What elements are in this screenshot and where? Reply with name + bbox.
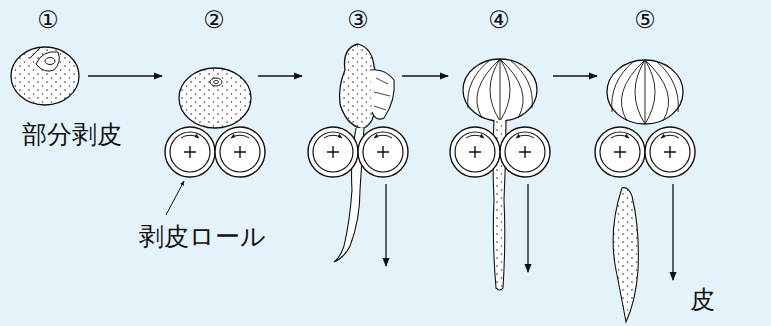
part-label: 皮 [690,286,715,314]
peeling-roller [165,127,215,177]
part-label: 剥皮ロール [139,223,266,251]
peeling-roller [645,127,695,177]
step-arrow [553,75,597,76]
peel-direction-arrow [672,184,673,280]
peeling-roller [308,127,358,177]
step-label: 部分剥皮 [22,121,122,149]
step-number: ③ [347,7,369,33]
step-arrow [402,75,448,76]
step-number: ② [203,7,225,33]
peeling-roller [595,127,645,177]
step-number: ① [37,7,59,33]
peeling-roller [500,127,550,177]
orange-on-rollers [179,68,251,128]
leader-line [166,181,184,215]
step-number: ⑤ [634,7,656,33]
peel-direction-arrow [385,184,386,266]
orange-partially-peeled [11,47,79,105]
peeling-roller [215,127,265,177]
step-number: ④ [488,7,510,33]
peeled-orange [607,60,683,322]
peeling-roller [450,127,500,177]
peeling-roller [358,127,408,177]
step-arrow [258,75,302,76]
step-arrow [88,75,162,76]
peel-direction-arrow [527,184,528,272]
